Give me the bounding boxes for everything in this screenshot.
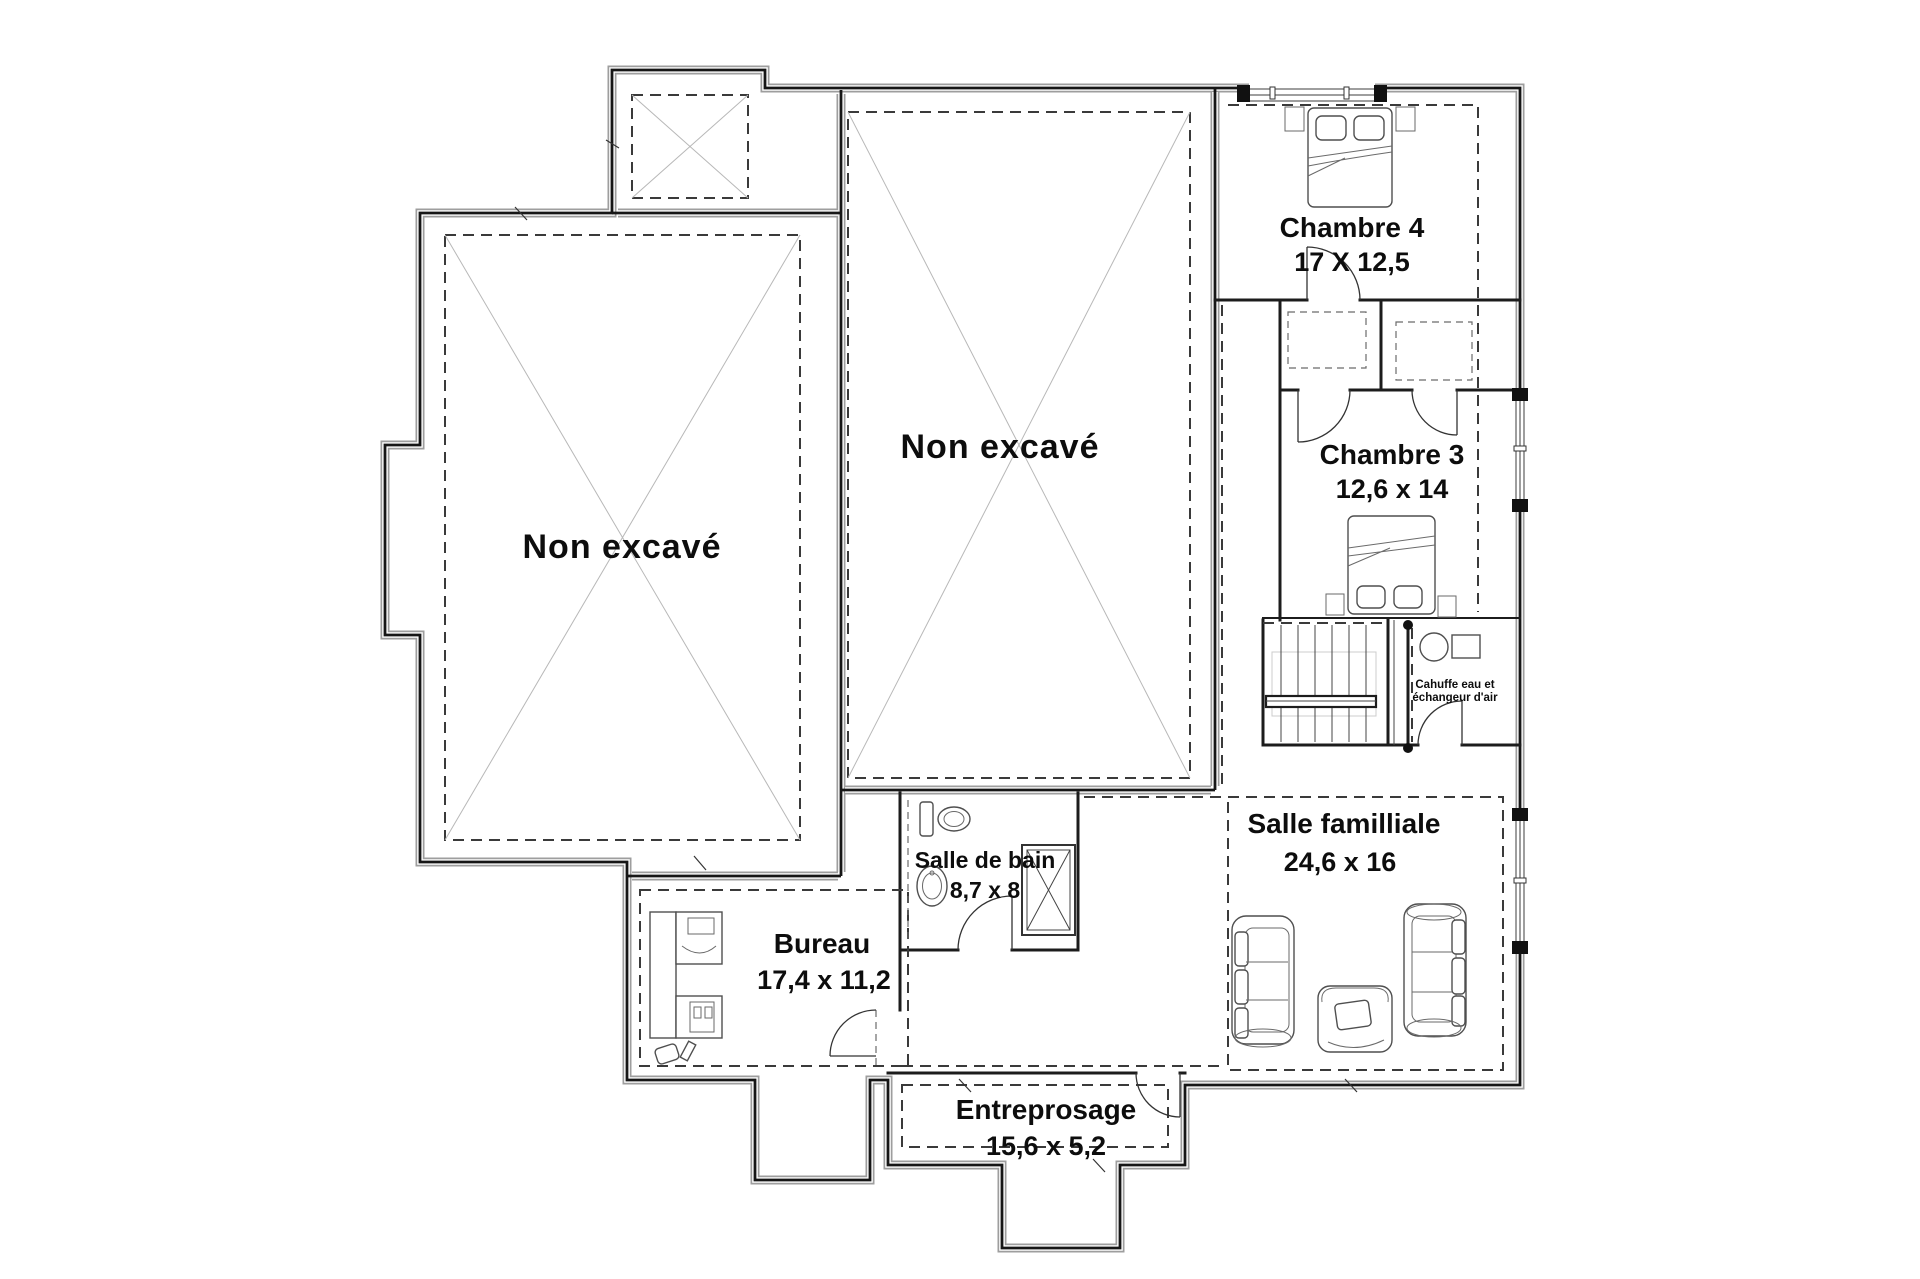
sink bbox=[916, 865, 948, 907]
bathroom-fixtures bbox=[916, 801, 1076, 936]
interior-walls bbox=[886, 298, 1522, 1075]
label-chambre4-dims: 17 X 12,5 bbox=[1294, 247, 1410, 277]
label-chambre3-dims: 12,6 x 14 bbox=[1336, 474, 1449, 504]
label-entreprosage-name: Entreprosage bbox=[956, 1094, 1137, 1125]
window-right-chambre3 bbox=[1512, 388, 1528, 512]
door-chambre3-right bbox=[1411, 389, 1458, 436]
armchair bbox=[1317, 985, 1393, 1053]
toilet-bowl bbox=[937, 806, 971, 832]
stair-post bbox=[1403, 620, 1413, 630]
label-bureau-name: Bureau bbox=[774, 928, 870, 959]
door-bathroom bbox=[957, 895, 1013, 951]
bed-chambre3 bbox=[1325, 515, 1457, 618]
sofa-right bbox=[1403, 903, 1467, 1038]
office-desk bbox=[649, 911, 723, 1065]
bed-chambre4 bbox=[1284, 106, 1416, 208]
label-salle-familliale-name: Salle familliale bbox=[1248, 808, 1441, 839]
door-mechanical bbox=[1417, 700, 1463, 746]
dimension-ticks bbox=[514, 139, 1358, 1173]
toilet-tank bbox=[919, 801, 934, 837]
air-exchanger bbox=[1451, 634, 1481, 659]
label-entreprosage-dims: 15,6 x 5,2 bbox=[986, 1131, 1106, 1161]
room-labels: Non excavé Non excavé Chambre 4 17 X 12,… bbox=[523, 212, 1499, 1161]
door-bureau-hall bbox=[829, 1009, 877, 1057]
water-heater bbox=[1419, 632, 1449, 662]
window-top-chambre4 bbox=[1237, 80, 1387, 106]
door-entreprosage bbox=[1135, 1072, 1181, 1118]
sofa-left bbox=[1231, 915, 1295, 1048]
staircase bbox=[1264, 620, 1413, 753]
shower bbox=[1021, 844, 1076, 936]
label-mechanical-line1: Cahuffe eau et bbox=[1415, 679, 1494, 691]
label-chambre3-name: Chambre 3 bbox=[1320, 439, 1465, 470]
non-excavated-cross-lines bbox=[444, 94, 1191, 841]
label-non-excave-left: Non excavé bbox=[523, 528, 722, 566]
stair-post bbox=[1403, 743, 1413, 753]
label-salle-familliale-dims: 24,6 x 16 bbox=[1284, 847, 1397, 877]
door-chambre3-left bbox=[1297, 389, 1351, 443]
label-salle-de-bain-dims: 8,7 x 8 bbox=[950, 877, 1021, 903]
label-salle-de-bain-name: Salle de bain bbox=[915, 847, 1056, 873]
closet-shelf-dashes bbox=[1287, 311, 1473, 381]
door-swings bbox=[829, 246, 1463, 1118]
label-chambre4-name: Chambre 4 bbox=[1280, 212, 1425, 243]
mechanical-fixtures bbox=[1419, 632, 1481, 662]
door-chambre4 bbox=[1306, 246, 1361, 301]
label-mechanical-line2: échangeur d'air bbox=[1412, 692, 1498, 704]
label-bureau-dims: 17,4 x 11,2 bbox=[757, 965, 891, 995]
label-non-excave-middle: Non excavé bbox=[901, 428, 1100, 466]
window-right-family-room bbox=[1512, 808, 1528, 954]
